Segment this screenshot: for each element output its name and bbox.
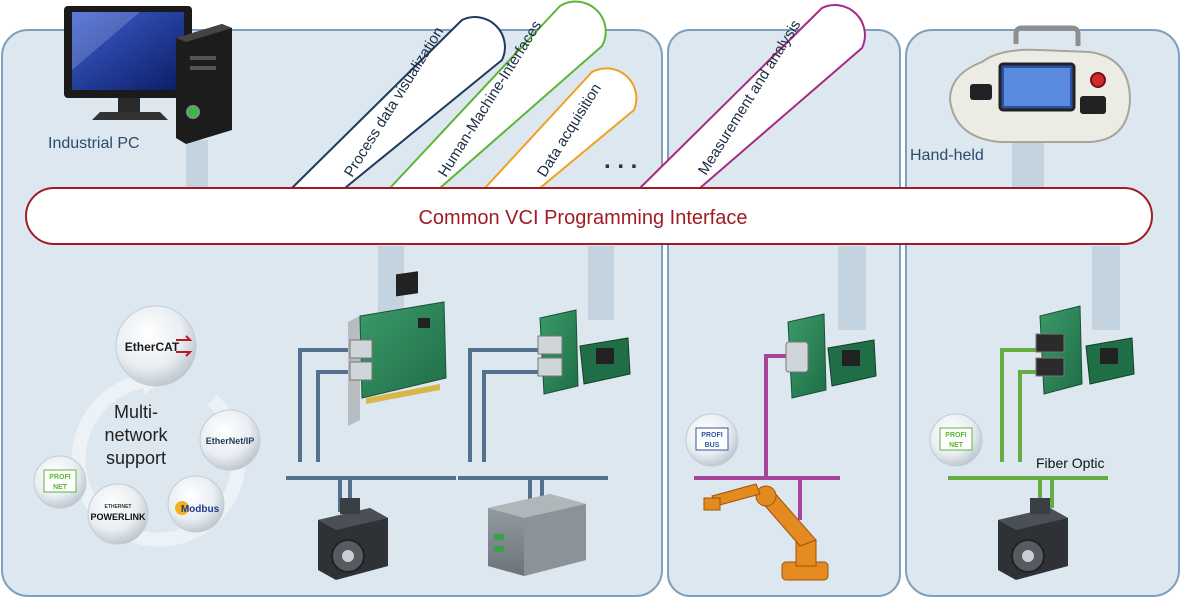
powerlink-logo-top: ETHERNET [105,504,132,510]
ethercat-logo: EtherCAT [115,305,197,387]
common-vci-label: Common VCI Programming Interface [418,207,747,229]
bubble-process-data [291,16,506,189]
profinet-logo-right: PROFI NET [929,413,983,467]
profinet-left-bottom: NET [53,484,68,491]
profinet-right-bottom: NET [949,442,964,449]
multi-network-line-1: Multi- [114,402,158,422]
ethernet-ip-logo: EtherNet/IP [199,409,261,471]
modbus-logo-text: Modbus [181,504,220,515]
application-bubbles: Process data visualization Human-Machine… [291,0,866,189]
mini-card-icon-3 [1035,305,1135,395]
bubble-measurement [639,4,866,189]
profinet-logo-left: PROFI NET [33,455,87,509]
hand-held-icon [948,25,1132,143]
modbus-logo: Modbus [167,475,225,533]
plc-icon [488,494,586,576]
robot-arm-icon [703,483,829,581]
mini-card-icon-1 [537,309,631,395]
profibus-logo: PROFI BUS [685,413,739,467]
servo-motor-icon-2 [998,498,1068,580]
powerlink-logo-text: POWERLINK [91,512,146,522]
pcie-card-icon [348,271,447,426]
connector-bars [186,130,1120,330]
profinet-right-top: PROFI [945,432,966,439]
hand-held-label: Hand-held [910,147,984,164]
mini-card-icon-2 [785,313,877,399]
powerlink-logo: ETHERNET POWERLINK [87,483,149,545]
profibus-logo-bottom: BUS [705,442,720,449]
ethercat-logo-text: EtherCAT [125,340,180,354]
bubble-data-acq [484,67,638,189]
profibus-lines [694,354,840,520]
profibus-logo-top: PROFI [701,432,722,439]
bubble-hmi [389,0,607,189]
fiber-optic-label: Fiber Optic [1036,455,1104,471]
servo-motor-icon-1 [318,498,388,580]
panel-left [1,29,663,597]
multi-network-line-3: support [106,448,166,468]
profinet-left-top: PROFI [49,474,70,481]
common-vci-bar: Common VCI Programming Interface [25,187,1153,245]
ellipsis: . . . [604,147,637,174]
multi-network-line-2: network [104,425,168,445]
industrial-pc-icon [64,6,232,144]
ethernet-ip-logo-text: EtherNet/IP [206,436,255,446]
industrial-pc-label: Industrial PC [48,135,140,152]
